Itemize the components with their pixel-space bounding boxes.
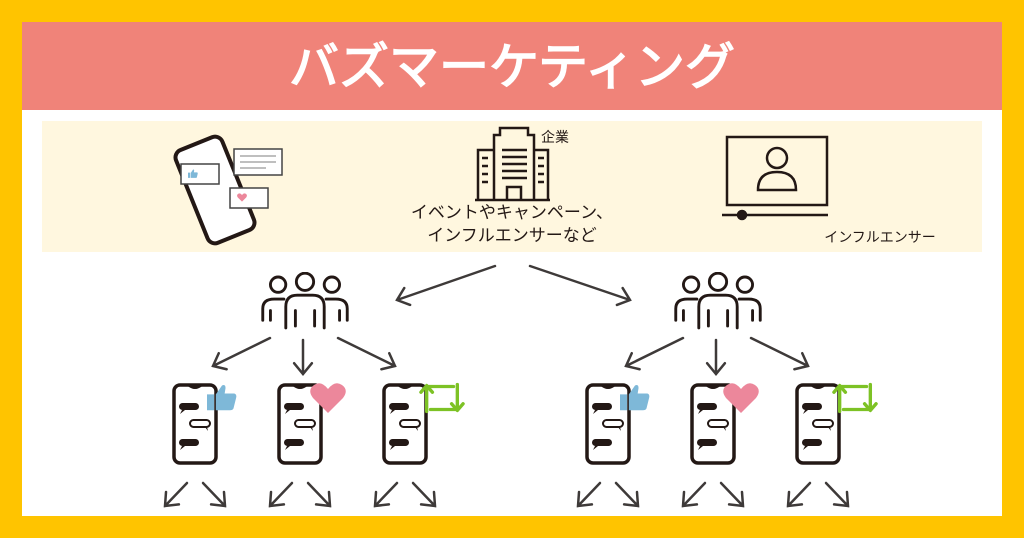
page-title: バズマーケティング [289, 38, 735, 96]
company-label: 企業 [541, 129, 569, 146]
spread-arrow-right [201, 481, 227, 508]
arrow-to-user [705, 338, 727, 376]
social-phone-illustration [173, 134, 283, 246]
arrow-to-right-group [528, 264, 632, 307]
arrow-to-user [749, 336, 810, 371]
building-icon [475, 126, 550, 202]
spread-arrow-right [824, 481, 850, 508]
spread-arrow-left [681, 481, 707, 508]
spread-arrow-right [719, 481, 745, 508]
company-caption-line2: インフルエンサーなど [427, 226, 597, 246]
spread-arrow-left [576, 481, 602, 508]
company-caption-line1: イベントやキャンペーン、 [411, 203, 613, 223]
spread-arrow-left [373, 481, 399, 508]
arrow-to-user [624, 336, 685, 371]
influencer-video-icon [722, 135, 829, 221]
arrow-to-user [336, 336, 397, 371]
header-bar [22, 22, 1002, 110]
user-phone-icon [795, 383, 841, 465]
spread-arrow-left [268, 481, 294, 508]
spread-arrow-right [306, 481, 332, 508]
arrow-to-left-group [395, 264, 497, 307]
arrow-to-user [292, 338, 314, 376]
spread-arrow-left [163, 481, 189, 508]
spread-arrow-right [411, 481, 437, 508]
user-phone-icon [382, 383, 428, 465]
spread-arrow-left [786, 481, 812, 508]
arrow-to-user [211, 336, 272, 371]
influencer-label: インフルエンサー [824, 230, 936, 246]
spread-arrow-right [614, 481, 640, 508]
